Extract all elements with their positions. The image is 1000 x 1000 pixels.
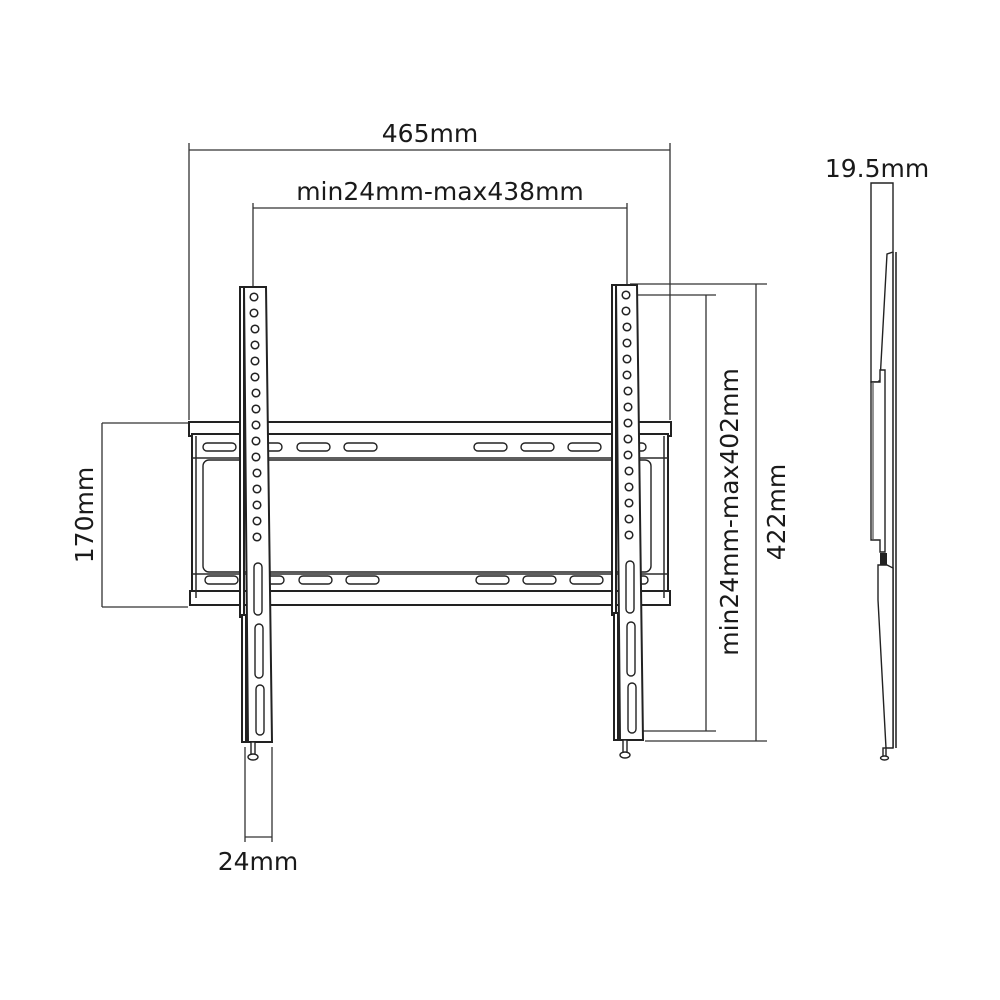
wall-plate: [188, 421, 672, 606]
right-safety-screw: [619, 739, 631, 759]
dimension-overall-width: 465mm: [188, 119, 671, 420]
overall-width-label: 465mm: [382, 119, 478, 148]
dimension-plate-height: 170mm: [70, 422, 188, 608]
horizontal-range-label: min24mm-max438mm: [296, 177, 584, 206]
vertical-range-label: min24mm-max402mm: [715, 368, 744, 656]
left-safety-screw: [247, 741, 259, 761]
dimension-vertical-range: min24mm-max402mm: [630, 294, 744, 732]
overall-height-label: 422mm: [762, 464, 791, 560]
profile-depth-label: 19.5mm: [825, 154, 929, 183]
left-vertical-arm: [239, 286, 274, 761]
arm-width-label: 24mm: [218, 847, 299, 876]
side-profile-view: 19.5mm: [825, 154, 929, 761]
top-slots: [202, 442, 647, 452]
plate-height-label: 170mm: [70, 467, 99, 563]
dimension-arm-width: 24mm: [218, 747, 299, 876]
right-vertical-arm: [611, 284, 645, 759]
dimension-horizontal-range: min24mm-max438mm: [252, 177, 628, 292]
dimension-overall-height: 422mm: [630, 283, 791, 742]
